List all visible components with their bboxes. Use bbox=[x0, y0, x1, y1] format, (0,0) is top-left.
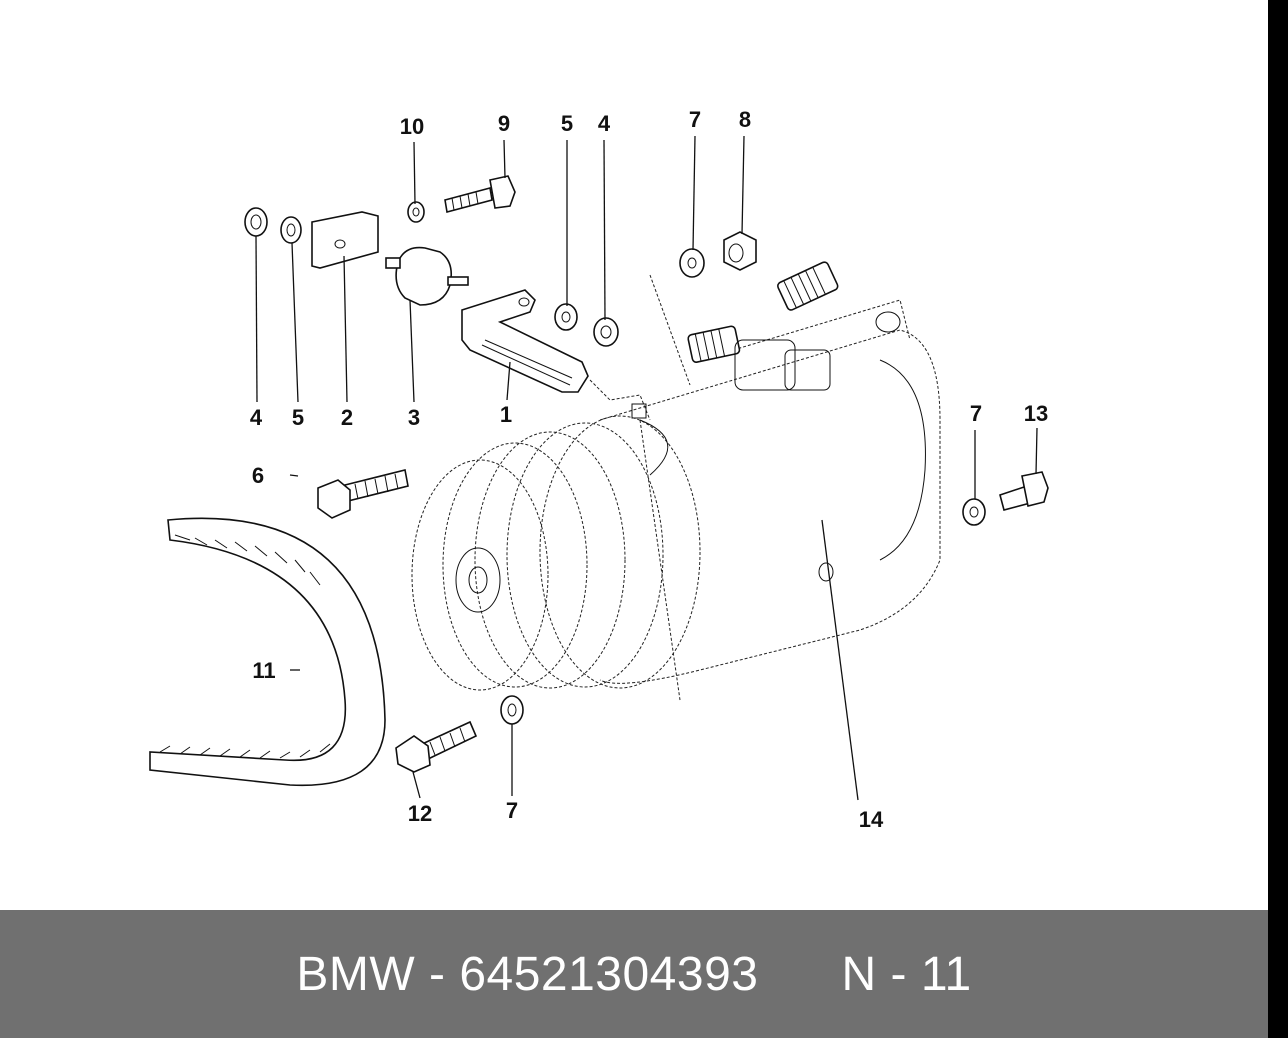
part-label-5: 5 bbox=[561, 111, 573, 136]
bracket-icon bbox=[461, 289, 589, 393]
washer-icon bbox=[554, 303, 578, 331]
part-label-1: 1 bbox=[500, 402, 512, 427]
part-label-9: 9 bbox=[498, 111, 510, 136]
washer-icon bbox=[679, 248, 705, 278]
nut-icon bbox=[723, 231, 757, 271]
footer-caption: BMW - 64521304393 N - 11 bbox=[0, 910, 1268, 1038]
exploded-parts-diagram: 10 9 5 4 7 8 4 5 2 3 1 6 7 13 11 12 7 14 bbox=[149, 107, 1049, 832]
part-label-3: 3 bbox=[408, 405, 420, 430]
washer-icon bbox=[280, 216, 302, 244]
brand-name: BMW bbox=[296, 947, 416, 1001]
part-label-10: 10 bbox=[400, 114, 424, 139]
washer-icon bbox=[962, 498, 986, 526]
washer-icon bbox=[500, 695, 524, 725]
part-label-11: 11 bbox=[252, 658, 275, 683]
bolt-icon bbox=[444, 175, 516, 213]
separator: - bbox=[890, 947, 907, 1001]
bolt-icon bbox=[395, 720, 478, 773]
washer-icon bbox=[244, 207, 268, 237]
part-label-6: 6 bbox=[252, 463, 264, 488]
part-number: 64521304393 bbox=[459, 947, 759, 1001]
rubber-mount-icon bbox=[385, 246, 469, 306]
part-label-4: 4 bbox=[598, 111, 611, 136]
diagram-ref-number: 11 bbox=[920, 947, 972, 1001]
part-label-7: 7 bbox=[970, 401, 982, 426]
belt-icon bbox=[149, 517, 386, 787]
nut-icon bbox=[593, 317, 619, 347]
part-label-12: 12 bbox=[408, 801, 432, 826]
right-edge-strip bbox=[1268, 0, 1288, 1038]
part-label-14: 14 bbox=[859, 807, 884, 832]
part-label-13: 13 bbox=[1024, 401, 1048, 426]
part-label-7: 7 bbox=[506, 798, 518, 823]
bolt-icon bbox=[317, 469, 409, 519]
compressor-icon bbox=[411, 261, 941, 701]
bolt-icon bbox=[999, 471, 1049, 511]
washer-icon bbox=[407, 201, 425, 223]
separator: - bbox=[428, 947, 446, 1001]
diagram-ref: N bbox=[841, 947, 877, 1001]
part-label-7: 7 bbox=[689, 107, 701, 132]
part-label-5: 5 bbox=[292, 405, 304, 430]
part-label-8: 8 bbox=[739, 107, 751, 132]
part-label-2: 2 bbox=[341, 405, 353, 430]
part-label-4: 4 bbox=[250, 405, 263, 430]
bracket-icon bbox=[311, 211, 379, 269]
part-labels: 10 9 5 4 7 8 4 5 2 3 1 6 7 13 11 12 7 14 bbox=[250, 107, 1048, 832]
leader-lines bbox=[255, 135, 1038, 801]
